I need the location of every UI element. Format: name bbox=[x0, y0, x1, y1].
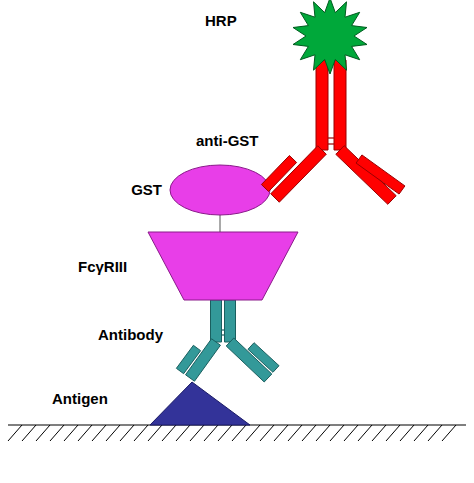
hatch-line bbox=[176, 425, 190, 441]
hatch-line bbox=[120, 425, 134, 441]
antibody-label: anti-GST bbox=[196, 132, 259, 150]
antibody-chain bbox=[176, 345, 200, 373]
hatch-line bbox=[316, 425, 330, 441]
hrp-star bbox=[293, 0, 367, 74]
hatch-line bbox=[64, 425, 78, 441]
hatch-line bbox=[204, 425, 218, 441]
antibody-chain bbox=[334, 60, 346, 150]
hatch-line bbox=[442, 425, 456, 441]
hatch-line bbox=[386, 425, 400, 441]
receptor-label: FcγRIII bbox=[78, 258, 127, 276]
hatch-line bbox=[260, 425, 274, 441]
hatch-line bbox=[134, 425, 148, 441]
antibody-chain bbox=[211, 300, 222, 342]
gst-ellipse bbox=[170, 165, 270, 215]
antibody-symbol bbox=[176, 300, 279, 382]
hatch-line bbox=[50, 425, 64, 441]
hatch-line bbox=[288, 425, 302, 441]
hinge-line bbox=[221, 329, 225, 330]
hatch-line bbox=[8, 425, 22, 441]
hatch-line bbox=[22, 425, 36, 441]
antibody-label: Antibody bbox=[98, 326, 163, 344]
hatch-line bbox=[246, 425, 260, 441]
hinge-line bbox=[221, 334, 225, 335]
antigen-label: Antigen bbox=[52, 390, 108, 408]
hatch-line bbox=[218, 425, 232, 441]
hatch-line bbox=[106, 425, 120, 441]
hinge-line bbox=[328, 143, 334, 144]
antibody-chain bbox=[225, 300, 236, 342]
antigen-triangle bbox=[150, 382, 250, 425]
hatch-line bbox=[232, 425, 246, 441]
hatch-line bbox=[344, 425, 358, 441]
hatch-line bbox=[302, 425, 316, 441]
enzyme-label: HRP bbox=[205, 12, 237, 30]
antibody-chain bbox=[356, 155, 405, 194]
hatch-line bbox=[358, 425, 372, 441]
surface-hatch bbox=[8, 425, 466, 441]
hatch-line bbox=[400, 425, 414, 441]
antibody-symbol bbox=[261, 60, 405, 204]
antibody-chain bbox=[261, 156, 296, 192]
hatch-line bbox=[190, 425, 204, 441]
hatch-line bbox=[372, 425, 386, 441]
hatch-line bbox=[36, 425, 50, 441]
linker-line bbox=[220, 215, 221, 232]
hatch-line bbox=[414, 425, 428, 441]
hatch-line bbox=[330, 425, 344, 441]
hatch-line bbox=[92, 425, 106, 441]
hrp-star bbox=[293, 0, 367, 74]
receptor-trapezoid bbox=[148, 232, 298, 300]
protein-label: GST bbox=[131, 181, 162, 199]
hatch-line bbox=[78, 425, 92, 441]
hatch-line bbox=[162, 425, 176, 441]
antibody-chain bbox=[316, 60, 328, 150]
hatch-line bbox=[274, 425, 288, 441]
hatch-line bbox=[428, 425, 442, 441]
hinge-line bbox=[328, 137, 334, 138]
antibody-chain bbox=[248, 343, 279, 373]
hatch-line bbox=[148, 425, 162, 441]
